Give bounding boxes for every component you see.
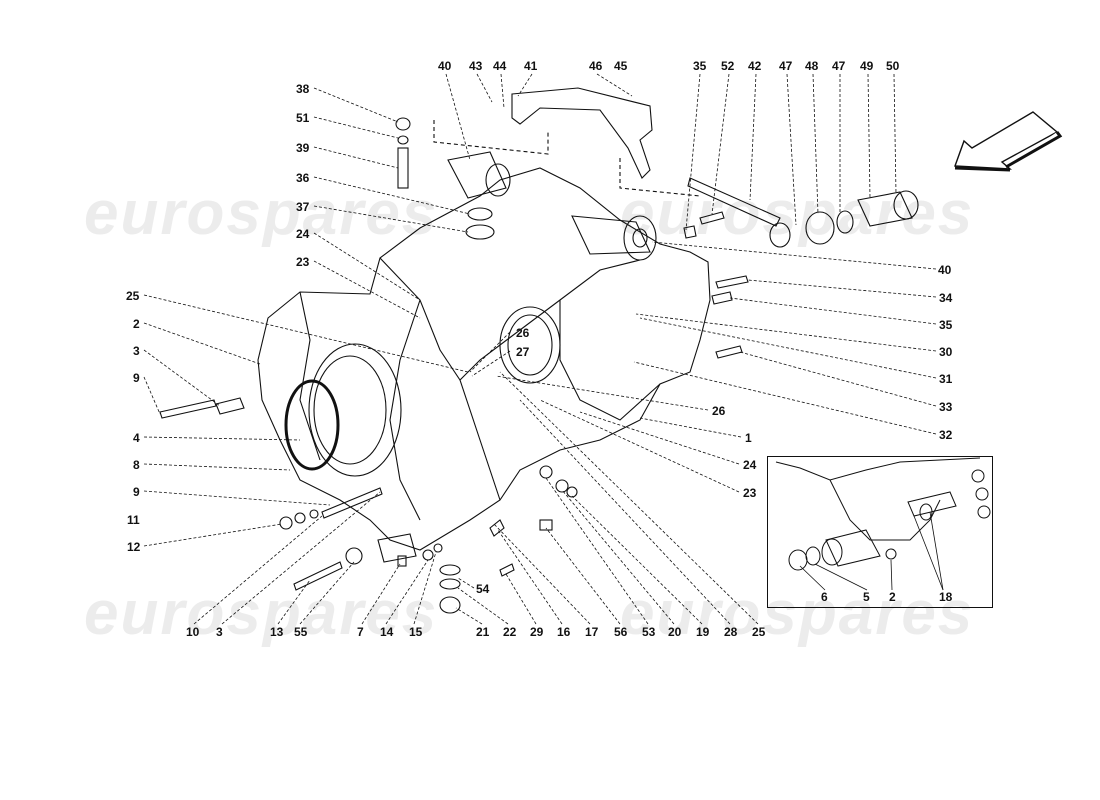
- callout-44: 44: [493, 59, 507, 73]
- callout-33: 33: [939, 400, 953, 414]
- callout-3: 3: [133, 344, 140, 358]
- callout-23: 23: [743, 486, 757, 500]
- callout-52: 52: [721, 59, 735, 73]
- callout-39: 39: [296, 141, 310, 155]
- callout-41: 41: [524, 59, 538, 73]
- callout-20: 20: [668, 625, 682, 639]
- callout-21: 21: [476, 625, 490, 639]
- callout-55: 55: [294, 625, 308, 639]
- callout-12: 12: [127, 540, 141, 554]
- callout-15: 15: [409, 625, 423, 639]
- callout-24: 24: [296, 227, 310, 241]
- callout-31: 31: [939, 372, 953, 386]
- callout-10: 10: [186, 625, 200, 639]
- callout-16: 16: [557, 625, 571, 639]
- callout-14: 14: [380, 625, 394, 639]
- callout-47: 47: [832, 59, 846, 73]
- callout-35: 35: [939, 318, 953, 332]
- callout-27: 27: [516, 345, 530, 359]
- callout-5: 5: [863, 590, 870, 604]
- callout-11: 11: [127, 513, 140, 527]
- callout-24: 24: [743, 458, 757, 472]
- callout-35: 35: [693, 59, 707, 73]
- callout-37: 37: [296, 200, 310, 214]
- callout-7: 7: [357, 625, 364, 639]
- callout-1: 1: [745, 431, 752, 445]
- callout-29: 29: [530, 625, 544, 639]
- callout-2: 2: [133, 317, 140, 331]
- callout-32: 32: [939, 428, 953, 442]
- callout-23: 23: [296, 255, 310, 269]
- callout-18: 18: [939, 590, 953, 604]
- callout-6: 6: [821, 590, 828, 604]
- direction-arrow-icon: [954, 111, 1063, 172]
- callout-45: 45: [614, 59, 628, 73]
- callout-42: 42: [748, 59, 762, 73]
- callout-25: 25: [752, 625, 766, 639]
- callout-26: 26: [712, 404, 726, 418]
- callout-28: 28: [724, 625, 738, 639]
- callout-4: 4: [133, 431, 140, 445]
- detail-inset-frame: [767, 456, 993, 608]
- callout-13: 13: [270, 625, 284, 639]
- callout-43: 43: [469, 59, 483, 73]
- callout-53: 53: [642, 625, 656, 639]
- callout-19: 19: [696, 625, 710, 639]
- callout-48: 48: [805, 59, 819, 73]
- callout-17: 17: [585, 625, 599, 639]
- callout-2: 2: [889, 590, 896, 604]
- callout-3: 3: [216, 625, 223, 639]
- callout-26: 26: [516, 326, 530, 340]
- callout-51: 51: [296, 111, 310, 125]
- callout-49: 49: [860, 59, 874, 73]
- callout-9: 9: [133, 371, 140, 385]
- callout-8: 8: [133, 458, 140, 472]
- callout-30: 30: [939, 345, 953, 359]
- callout-50: 50: [886, 59, 900, 73]
- callout-34: 34: [939, 291, 953, 305]
- callout-54: 54: [476, 582, 490, 596]
- callout-46: 46: [589, 59, 603, 73]
- callout-36: 36: [296, 171, 310, 185]
- callout-9: 9: [133, 485, 140, 499]
- callout-56: 56: [614, 625, 628, 639]
- callout-40: 40: [438, 59, 452, 73]
- callout-25: 25: [126, 289, 140, 303]
- callout-38: 38: [296, 82, 310, 96]
- callout-47: 47: [779, 59, 793, 73]
- callout-22: 22: [503, 625, 517, 639]
- callout-40: 40: [938, 263, 952, 277]
